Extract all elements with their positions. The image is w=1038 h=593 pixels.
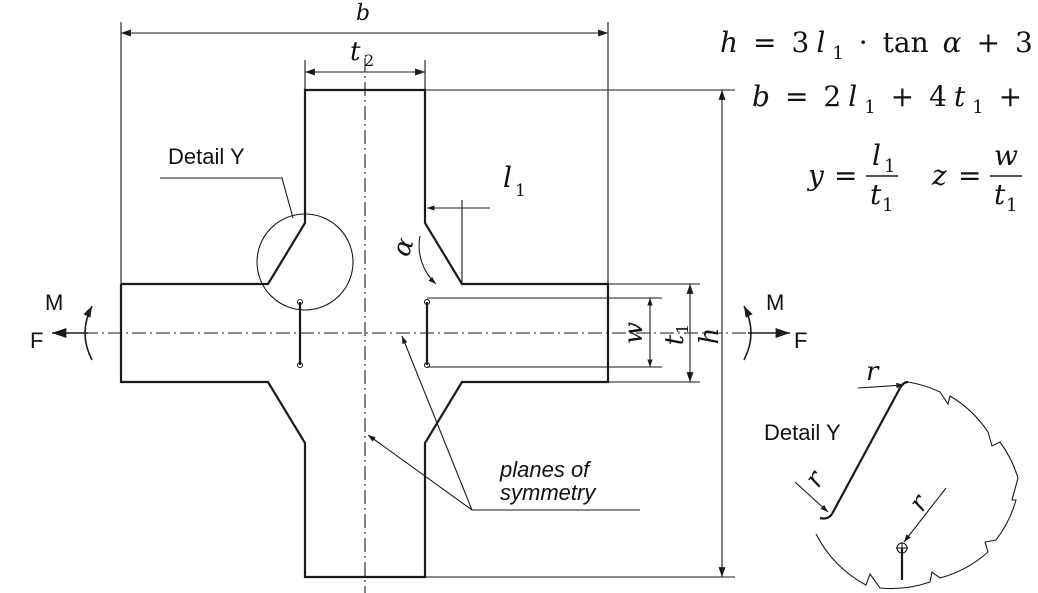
svg-text:t: t <box>994 178 1006 211</box>
dim-t2-sub: 2 <box>364 51 374 70</box>
svg-text:z: z <box>931 159 947 192</box>
planes-label-2: symmetry <box>500 480 597 505</box>
svg-text:t: t <box>870 178 882 211</box>
dimension-w <box>427 297 662 368</box>
svg-text:l: l <box>872 139 881 172</box>
dim-t1-label: t <box>660 334 690 345</box>
svg-text:w: w <box>994 139 1018 172</box>
dimension-h <box>425 89 735 578</box>
detail-y-leader <box>160 177 294 219</box>
symmetry-leader-horizontal <box>401 335 473 511</box>
symmetry-leader-vertical <box>367 434 473 511</box>
svg-text:1: 1 <box>882 195 893 216</box>
dim-b-label: b <box>356 1 370 26</box>
moment-right-label: M <box>766 290 784 315</box>
svg-text:=: = <box>834 159 857 192</box>
detail-y-top-label: Detail Y <box>168 144 245 169</box>
dimension-t1 <box>608 283 700 383</box>
formula-b: b = 2 l 1 + 4 t 1 + t 2 <box>752 80 1038 120</box>
dim-t1-sub: 1 <box>673 324 692 334</box>
radius-label-root: r <box>903 488 936 517</box>
dim-l1-sub: 1 <box>515 181 526 201</box>
moment-left-label: M <box>45 290 63 315</box>
alpha-arc <box>418 235 437 285</box>
dim-h-label: h <box>695 328 725 345</box>
formula-y: y = l 1 t 1 <box>806 139 898 216</box>
alpha-label: α <box>386 233 420 260</box>
radius-label-top: r <box>866 357 880 387</box>
detail-y-circle <box>256 213 354 311</box>
load-left <box>52 305 93 361</box>
svg-text:=: = <box>958 159 981 192</box>
detail-y-enlarged <box>794 380 1019 590</box>
svg-text:1: 1 <box>884 156 895 177</box>
svg-text:y: y <box>806 159 825 192</box>
svg-text:h = 3 l: h = 3 l 1 · tan α + 3 t 1 <box>720 26 1038 66</box>
detail-y-bottom-label: Detail Y <box>764 420 841 445</box>
svg-text:1: 1 <box>1006 195 1017 216</box>
planes-label-1: planes of <box>499 457 592 482</box>
dimension-t2 <box>304 60 426 90</box>
dim-w-label: w <box>619 322 649 344</box>
radius-label-left: r <box>799 464 832 493</box>
svg-text:b = 2 l: b = 2 l 1 + 4 t 1 + t 2 <box>752 80 1038 120</box>
dim-l1-label: l <box>503 161 512 194</box>
dimension-b <box>120 22 609 284</box>
formula-h: h = 3 l 1 · tan α + 3 t 1 <box>720 26 1038 66</box>
dimension-l1 <box>427 200 490 284</box>
formula-z: z = w t 1 <box>931 139 1022 216</box>
force-right-label: F <box>794 328 807 353</box>
load-right <box>743 305 790 361</box>
dim-t2-label: t <box>350 37 361 67</box>
force-left-label: F <box>30 328 43 353</box>
